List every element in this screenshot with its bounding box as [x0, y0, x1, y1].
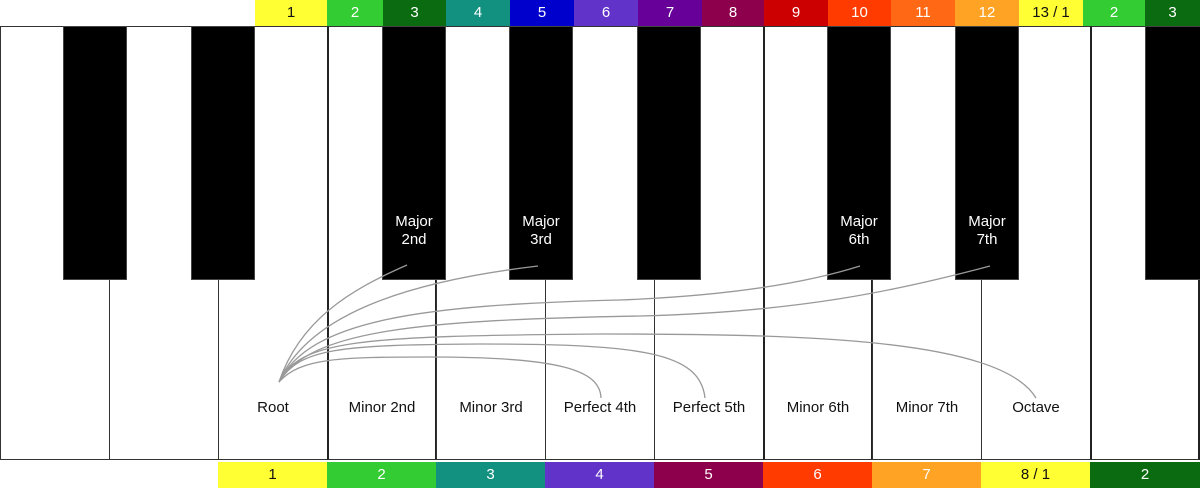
semitone-segment: 3 [1145, 0, 1200, 26]
interval-label-line2: 7th [976, 231, 998, 248]
interval-label: Perfect 5th [672, 399, 746, 416]
interval-label: Minor 7th [895, 399, 959, 416]
semitone-segment: 4 [446, 0, 510, 26]
scale-degree-segment: 2 [327, 462, 436, 488]
interval-label-line1: Major [840, 213, 878, 230]
interval-label-line1: Major [395, 213, 433, 230]
semitone-segment: 10 [828, 0, 891, 26]
interval-label-line2: 3rd [530, 231, 552, 248]
black-key[interactable] [191, 26, 255, 280]
semitone-segment: 2 [327, 0, 383, 26]
interval-label: Perfect 4th [563, 399, 637, 416]
interval-label: Octave [1012, 399, 1060, 416]
semitone-segment: 13 / 1 [1019, 0, 1083, 26]
scale-degree-segment: 5 [654, 462, 763, 488]
semitone-segment: 3 [383, 0, 446, 26]
semitone-segment: 8 [702, 0, 764, 26]
scale-degree-segment: 2 [1090, 462, 1200, 488]
interval-label-line2: 6th [848, 231, 870, 248]
semitone-segment: 2 [1083, 0, 1145, 26]
semitone-segment: 12 [955, 0, 1019, 26]
semitone-segment: 11 [891, 0, 955, 26]
scale-degree-segment: 8 / 1 [981, 462, 1090, 488]
black-key[interactable] [637, 26, 701, 280]
semitone-segment: 9 [764, 0, 828, 26]
semitone-segment: 6 [574, 0, 638, 26]
scale-degree-segment: 7 [872, 462, 981, 488]
interval-label-line2: 2nd [401, 231, 427, 248]
semitone-segment: 7 [638, 0, 702, 26]
scale-degree-segment: 4 [545, 462, 654, 488]
scale-degree-segment: 6 [763, 462, 872, 488]
interval-label-line1: Major [968, 213, 1006, 230]
interval-label: Minor 2nd [348, 399, 416, 416]
interval-label-line1: Major [522, 213, 560, 230]
black-key[interactable] [1145, 26, 1200, 280]
semitone-segment: 5 [510, 0, 574, 26]
semitone-segment: 1 [255, 0, 327, 26]
black-key[interactable] [63, 26, 127, 280]
piano-keyboard: Root Minor 2nd Minor 3rd Perfect 4th Perfect… [0, 26, 1200, 462]
scale-degree-segment: 1 [218, 462, 327, 488]
interval-label: Minor 3rd [459, 399, 523, 416]
interval-label: Minor 6th [786, 399, 850, 416]
interval-label: Root [257, 399, 289, 416]
scale-degree-segment: 3 [436, 462, 545, 488]
